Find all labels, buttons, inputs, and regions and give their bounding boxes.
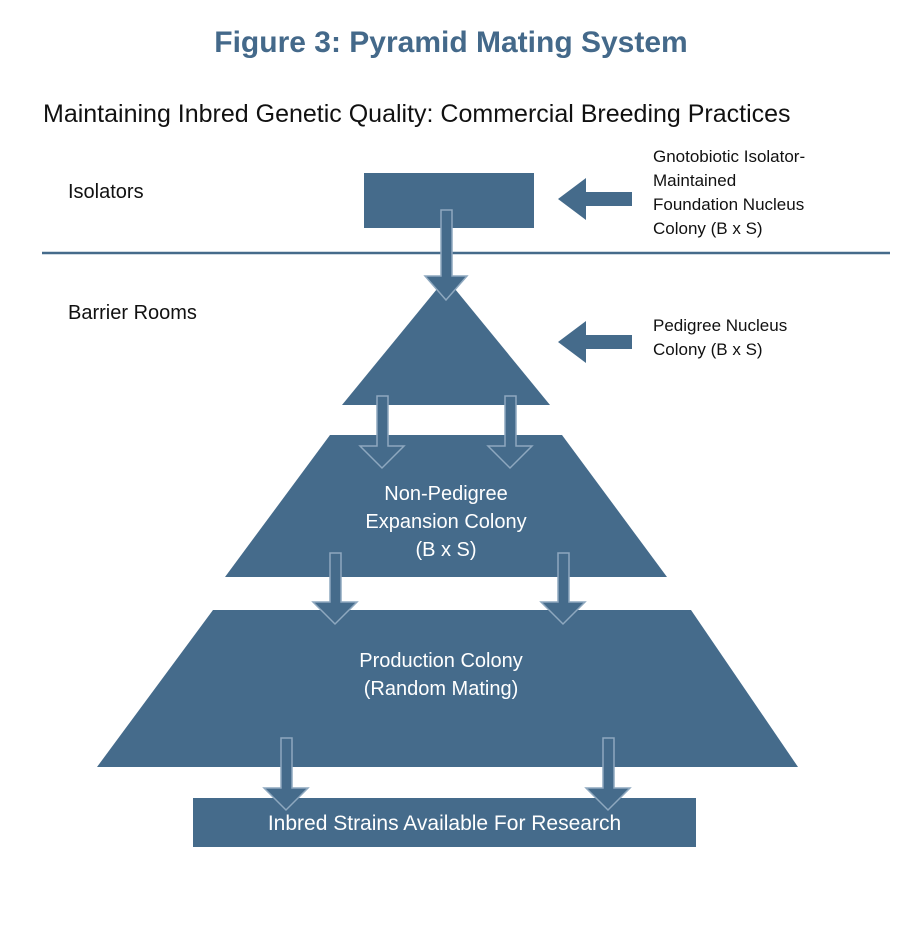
expansion-colony-label: Non-Pedigree Expansion Colony (B x S) (296, 480, 596, 564)
down-arrow-pedigree-left (358, 395, 406, 470)
note-line: Pedigree Nucleus (653, 316, 788, 335)
down-arrow-production-left (262, 737, 310, 812)
figure-title: Figure 3: Pyramid Mating System (214, 26, 688, 59)
note-line: Gnotobiotic Isolator- (653, 147, 806, 166)
note-line: Colony (B x S) (653, 340, 763, 359)
expansion-colony-trapezoid (225, 435, 667, 577)
tier-line: (Random Mating) (363, 678, 519, 700)
note-line: Colony (B x S) (653, 219, 763, 238)
down-arrow-foundation (423, 209, 469, 302)
barrier-rooms-label: Barrier Rooms (68, 302, 197, 324)
left-arrow-foundation (558, 178, 632, 220)
down-arrow-pedigree-right (486, 395, 534, 470)
tier-line: Expansion Colony (365, 511, 527, 533)
isolators-label: Isolators (68, 181, 144, 203)
tier-line: Production Colony (359, 650, 523, 672)
tier-line: (B x S) (415, 539, 477, 561)
tier-line: Non-Pedigree (384, 483, 508, 505)
production-colony-label: Production Colony (Random Mating) (291, 647, 591, 703)
down-arrow-expansion-right (539, 552, 587, 626)
left-arrow-pedigree (558, 321, 632, 363)
pedigree-nucleus-note: Pedigree Nucleus Colony (B x S) (653, 314, 787, 362)
foundation-nucleus-note: Gnotobiotic Isolator- Maintained Foundat… (653, 145, 805, 241)
down-arrow-production-right (584, 737, 632, 812)
production-colony-trapezoid (97, 610, 798, 767)
figure-subtitle: Maintaining Inbred Genetic Quality: Comm… (43, 100, 791, 128)
note-line: Foundation Nucleus (653, 195, 805, 214)
note-line: Maintained (653, 171, 737, 190)
down-arrow-expansion-left (311, 552, 359, 626)
pedigree-nucleus-triangle (342, 278, 550, 405)
inbred-strains-label: Inbred Strains Available For Research (267, 812, 622, 835)
